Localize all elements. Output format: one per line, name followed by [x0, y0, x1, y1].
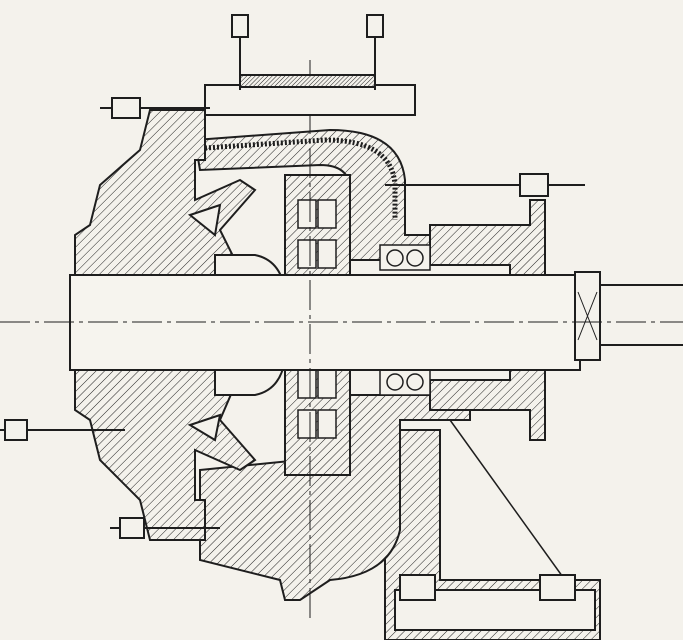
top-bolt-left	[231, 14, 249, 90]
foundation-bolts	[399, 574, 576, 601]
shaft-end	[600, 284, 683, 346]
key-cross	[577, 291, 598, 341]
bottom-left-bolt	[110, 517, 220, 539]
upper-left-bolt	[100, 97, 210, 119]
top-bracket	[204, 84, 416, 116]
lower-volute-casing	[199, 394, 471, 601]
top-bracket-hatch	[239, 74, 376, 88]
bearing-housing	[429, 199, 546, 441]
cover-window-upper	[187, 203, 222, 237]
cover-window-lower	[187, 413, 222, 442]
upper-right-bolt	[385, 173, 585, 197]
lower-left-bolt	[0, 419, 125, 441]
upper-volute-lining	[204, 137, 398, 220]
top-bolt-right	[366, 14, 384, 90]
support-rod	[449, 419, 566, 581]
gland-packing	[379, 244, 431, 396]
